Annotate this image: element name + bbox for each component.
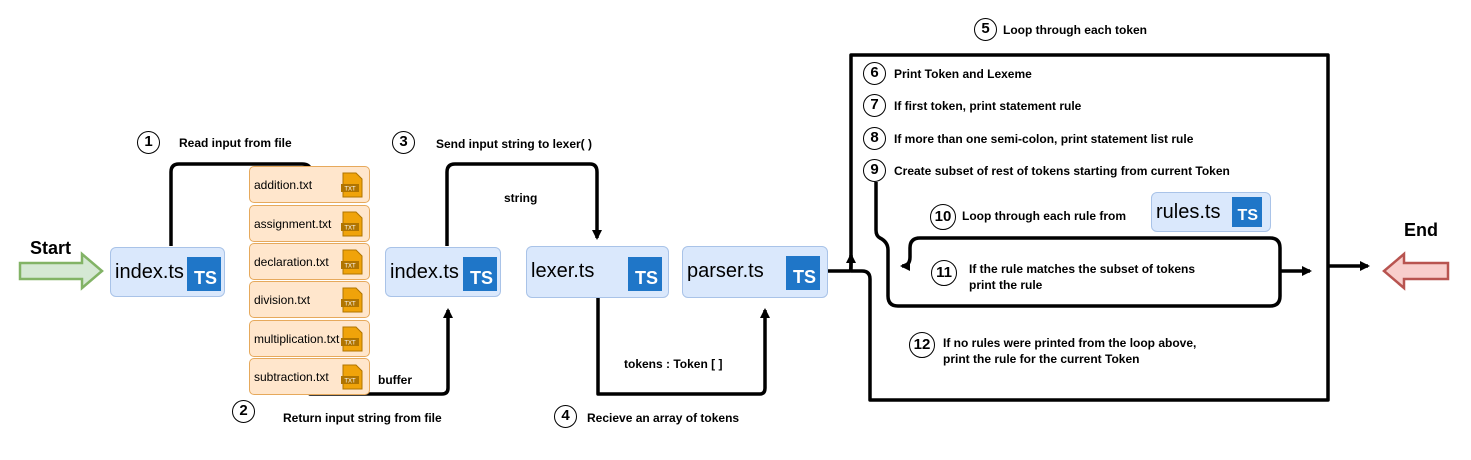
- step-10-marker: 10: [930, 204, 956, 230]
- step-12-text-line-2: print the rule for the current Token: [943, 352, 1140, 366]
- file-multiplication: multiplication.txt TXT: [249, 320, 370, 357]
- step-6-text: Print Token and Lexeme: [894, 67, 1032, 81]
- svg-text:TXT: TXT: [344, 264, 356, 270]
- step-11-marker: 11: [931, 260, 957, 286]
- text-file-icon: TXT: [341, 287, 363, 313]
- step-6-marker: 6: [863, 62, 886, 85]
- step-8-marker: 8: [863, 127, 886, 150]
- edge-loop-tokens: [849, 53, 1330, 402]
- node-index-ts-second: index.ts TS: [385, 247, 501, 297]
- node-index-ts-first: index.ts TS: [110, 247, 225, 297]
- svg-text:TXT: TXT: [344, 302, 356, 308]
- step-9-marker: 9: [863, 159, 886, 182]
- step-7-marker: 7: [863, 94, 886, 117]
- file-label: multiplication.txt: [254, 332, 340, 346]
- step-10-text: Loop through each rule from: [962, 209, 1126, 223]
- svg-text:TXT: TXT: [344, 187, 356, 193]
- step-2-marker: 2: [232, 400, 255, 423]
- step-7-text: If first token, print statement rule: [894, 99, 1082, 113]
- node-label: parser.ts: [687, 260, 764, 282]
- file-assignment: assignment.txt TXT: [249, 205, 370, 242]
- step-12-text-line-1: If no rules were printed from the loop a…: [943, 336, 1197, 350]
- step-11-text-line-1: If the rule matches the subset of tokens: [969, 262, 1196, 276]
- text-file-icon: TXT: [341, 364, 363, 390]
- svg-text:TXT: TXT: [344, 226, 356, 232]
- edge-parser-out: [828, 261, 853, 273]
- step-12-marker: 12: [909, 332, 935, 358]
- text-file-icon: TXT: [341, 172, 363, 198]
- edge-send-to-lexer: [445, 162, 602, 246]
- end-arrow: [1382, 251, 1450, 291]
- step-2-text: Return input string from file: [283, 411, 442, 425]
- edge-receive-tokens: [596, 298, 770, 396]
- step-9-text: Create subset of rest of tokens starting…: [894, 164, 1230, 178]
- typescript-icon: TS: [1232, 197, 1262, 227]
- node-parser-ts: parser.ts TS: [682, 246, 828, 298]
- typescript-icon: TS: [786, 256, 820, 290]
- edge-step9-down: [874, 182, 1282, 308]
- typescript-icon: TS: [463, 257, 497, 291]
- step-3-text: Send input string to lexer( ): [436, 137, 593, 151]
- text-file-icon: TXT: [341, 326, 363, 352]
- file-label: assignment.txt: [254, 217, 332, 231]
- step-5-marker: 5: [974, 18, 997, 41]
- file-label: division.txt: [254, 293, 311, 307]
- node-label: index.ts: [390, 261, 459, 283]
- node-label: lexer.ts: [531, 260, 595, 282]
- step-4-marker: 4: [554, 405, 577, 428]
- file-addition: addition.txt TXT: [249, 166, 370, 203]
- file-subtraction: subtraction.txt TXT: [249, 358, 370, 395]
- end-label: End: [1404, 220, 1438, 240]
- node-lexer-ts: lexer.ts TS: [526, 246, 669, 298]
- edge-label-buffer: buffer: [378, 373, 412, 387]
- edge-return-input: [308, 308, 453, 396]
- start-label: Start: [30, 238, 72, 258]
- step-11-text-line-2: print the rule: [969, 278, 1043, 292]
- step-3-marker: 3: [392, 131, 415, 154]
- file-label: subtraction.txt: [254, 370, 329, 384]
- step-5-text: Loop through each token: [1003, 23, 1147, 37]
- file-declaration: declaration.txt TXT: [249, 243, 370, 280]
- file-division: division.txt TXT: [249, 281, 370, 318]
- step-8-text: If more than one semi-colon, print state…: [894, 132, 1194, 146]
- node-label: rules.ts: [1156, 201, 1221, 223]
- text-file-icon: TXT: [341, 211, 363, 237]
- svg-text:TXT: TXT: [344, 379, 356, 385]
- start-arrow: [18, 251, 104, 291]
- edge-label-tokens: tokens : Token [ ]: [624, 357, 723, 371]
- text-file-icon: TXT: [341, 249, 363, 275]
- edge-label-string: string: [504, 191, 538, 205]
- node-rules-ts: rules.ts TS: [1151, 192, 1271, 232]
- step-4-text: Recieve an array of tokens: [587, 411, 740, 425]
- node-label: index.ts: [115, 261, 184, 283]
- step-1-marker: 1: [137, 131, 160, 154]
- typescript-icon: TS: [628, 257, 662, 291]
- file-label: declaration.txt: [254, 255, 329, 269]
- step-1-text: Read input from file: [179, 136, 292, 150]
- typescript-icon: TS: [187, 257, 221, 291]
- file-label: addition.txt: [254, 178, 313, 192]
- svg-text:TXT: TXT: [344, 341, 356, 347]
